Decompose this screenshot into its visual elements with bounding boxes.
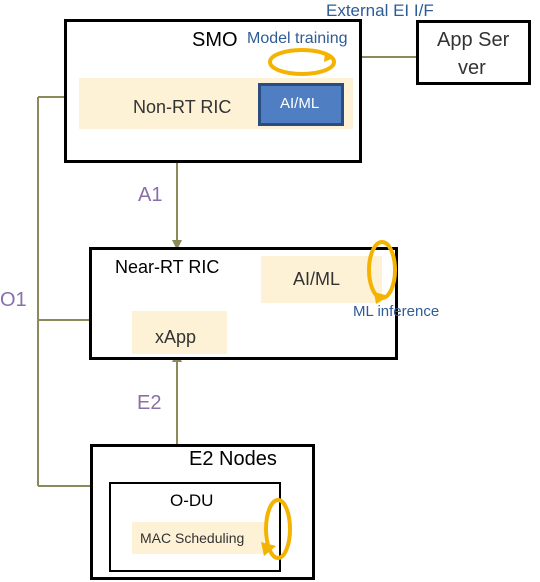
mac-scheduling-label: MAC Scheduling	[140, 530, 245, 546]
ml-inference-loop-icon	[367, 240, 397, 304]
e2-interface-label: E2	[137, 392, 162, 414]
model-training-label: Model training	[247, 30, 348, 47]
app-server-label-line1: App Ser	[437, 29, 510, 51]
o-du-label: O-DU	[170, 491, 214, 510]
a1-interface-label: A1	[138, 184, 163, 206]
model-training-loop-icon	[268, 48, 336, 76]
mac-scheduling-area	[132, 522, 264, 554]
e2-nodes-title: E2 Nodes	[189, 448, 277, 470]
ml-inference-label: ML inference	[353, 303, 440, 320]
smo-ai-ml-box	[258, 83, 344, 126]
smo-ai-ml-label: AI/ML	[280, 95, 320, 112]
near-rt-ric-ai-ml-label: AI/ML	[293, 269, 341, 289]
xapp-area	[132, 311, 227, 354]
xapp-label: xApp	[155, 327, 197, 347]
app-server-label-line2: ver	[458, 57, 486, 79]
near-rt-ric-title: Near-RT RIC	[115, 257, 220, 277]
mac-scheduling-loop-icon	[261, 498, 292, 560]
external-interface-label: External EI I/F	[326, 1, 434, 20]
o1-interface-label: O1	[0, 289, 27, 311]
near-rt-ric-ai-ml-area	[261, 256, 382, 303]
smo-title: SMO	[192, 29, 238, 51]
non-rt-ric-label: Non-RT RIC	[133, 97, 232, 117]
app-server-box	[416, 20, 531, 85]
